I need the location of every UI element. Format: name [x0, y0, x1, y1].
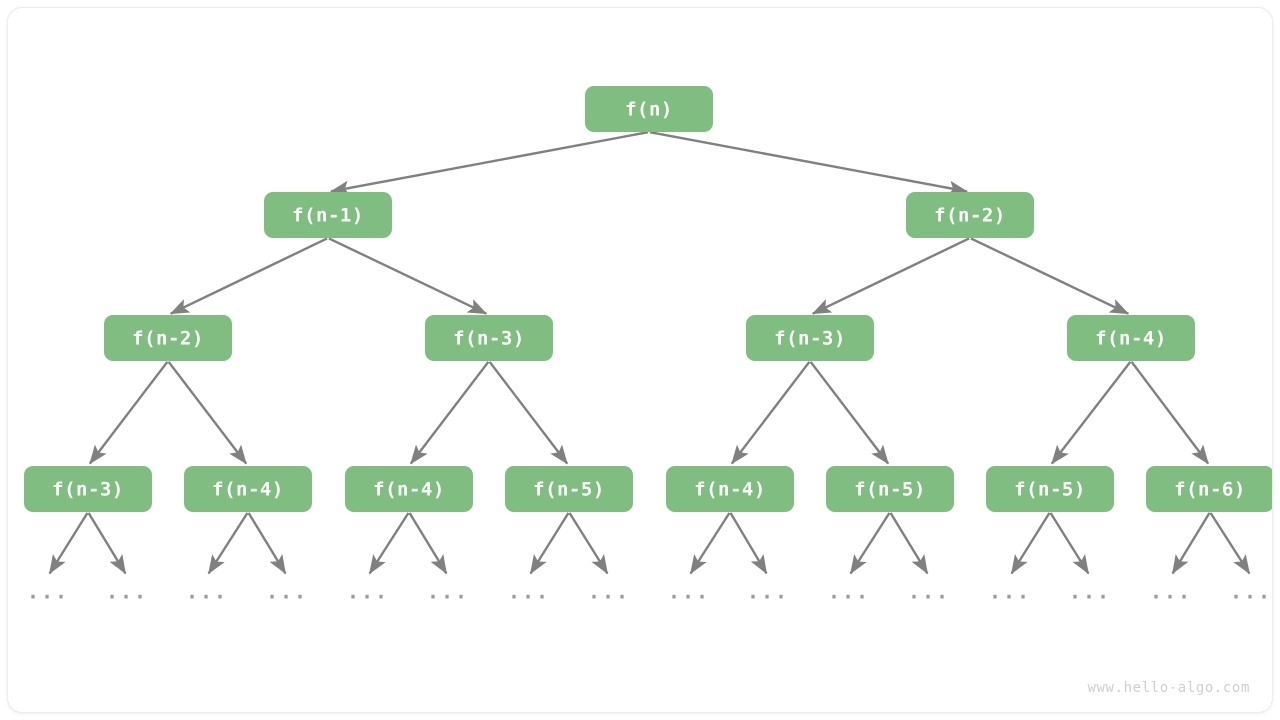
tree-node-label: f(n-5): [533, 479, 605, 501]
ellipsis-marker: ...: [347, 580, 389, 604]
tree-edge-leaf: [529, 512, 570, 575]
edges-layer: [48, 131, 1251, 575]
tree-edge: [970, 237, 1130, 315]
tree-edge: [1050, 361, 1132, 465]
ellipsis-marker: ...: [27, 580, 69, 604]
tree-node[interactable]: f(n-6): [1146, 466, 1272, 512]
tree-node-label: f(n-3): [52, 479, 124, 501]
tree-node[interactable]: f(n-4): [1067, 315, 1195, 361]
tree-node[interactable]: f(n-2): [104, 315, 232, 361]
tree-edge: [730, 361, 811, 465]
tree-node-label: f(n-2): [132, 328, 204, 350]
tree-edge-leaf: [568, 512, 609, 575]
ellipsis-marker: ...: [427, 580, 469, 604]
tree-node[interactable]: f(n): [585, 86, 713, 132]
tree-node[interactable]: f(n-4): [666, 466, 794, 512]
tree-node[interactable]: f(n-5): [505, 466, 633, 512]
tree-node[interactable]: f(n-2): [906, 192, 1034, 238]
ellipsis-marker: ...: [668, 580, 710, 604]
ellipsis-marker: ...: [266, 580, 308, 604]
tree-edge: [167, 361, 248, 465]
nodes-layer: f(n) f(n-1) f(n-2) f(n-2) f(n-3) f(n-3) f(n-4)…: [24, 86, 1272, 512]
tree-edge-leaf: [729, 512, 768, 575]
tree-node-box: [425, 315, 553, 361]
tree-node-label: f(n-5): [1014, 479, 1086, 501]
tree-edge-leaf: [1049, 512, 1090, 575]
tree-edge: [649, 131, 968, 196]
ellipsis-marker: ...: [1150, 580, 1192, 604]
tree-edge-leaf: [889, 512, 929, 575]
tree-node-label: f(n-4): [694, 479, 766, 501]
tree-node-box: [505, 466, 633, 512]
ellipsis-marker: ...: [106, 580, 148, 604]
tree-edge: [328, 237, 488, 315]
ellipsis-marker: ...: [747, 580, 789, 604]
tree-node[interactable]: f(n-5): [986, 466, 1114, 512]
tree-edge: [488, 361, 569, 465]
tree-edge-leaf: [368, 512, 410, 575]
tree-node-box: [1067, 315, 1195, 361]
tree-edge-leaf: [408, 512, 448, 575]
tree-edge-leaf: [1171, 512, 1211, 575]
tree-node-label: f(n-2): [934, 205, 1006, 227]
tree-node[interactable]: f(n-4): [345, 466, 473, 512]
tree-node-box: [264, 192, 392, 238]
tree-edge-leaf: [87, 512, 127, 575]
tree-node-label: f(n-4): [373, 479, 445, 501]
tree-node-box: [906, 192, 1034, 238]
ellipsis-marker: ...: [186, 580, 228, 604]
ellipsis-marker: ...: [588, 580, 630, 604]
tree-node-box: [104, 315, 232, 361]
tree-edge: [811, 237, 970, 315]
ellipsis-marker: ...: [908, 580, 950, 604]
recursion-tree-svg: f(n) f(n-1) f(n-2) f(n-2) f(n-3) f(n-3) f(n-4)…: [24, 86, 1272, 604]
tree-edge: [330, 131, 649, 196]
tree-edge: [88, 361, 169, 465]
ellipsis-marker: ...: [828, 580, 870, 604]
tree-node-label: f(n-3): [453, 328, 525, 350]
ellipsis-marker: ...: [1230, 580, 1272, 604]
tree-edge: [409, 361, 490, 465]
tree-node-box: [826, 466, 954, 512]
tree-edge: [169, 237, 328, 315]
tree-node-label: f(n-6): [1174, 479, 1246, 501]
tree-node[interactable]: f(n-1): [264, 192, 392, 238]
tree-node-box: [1146, 466, 1272, 512]
tree-node-box: [746, 315, 874, 361]
tree-edge: [1130, 361, 1210, 465]
tree-node-box: [184, 466, 312, 512]
tree-edge-leaf: [689, 512, 731, 575]
tree-node-box: [24, 466, 152, 512]
tree-node-label: f(n-1): [292, 205, 364, 227]
tree-node-label: f(n-3): [774, 328, 846, 350]
watermark-text: www.hello-algo.com: [1087, 680, 1250, 696]
tree-node[interactable]: f(n-3): [746, 315, 874, 361]
tree-edge-leaf: [1010, 512, 1051, 575]
tree-node-box: [585, 86, 713, 132]
ellipsis-marker: ...: [508, 580, 550, 604]
ellipsis-marker: ...: [1069, 580, 1111, 604]
tree-node[interactable]: f(n-4): [184, 466, 312, 512]
ellipsis-layer: ........................................…: [27, 580, 1272, 604]
tree-edge-leaf: [247, 512, 287, 575]
tree-node-box: [345, 466, 473, 512]
tree-edge-leaf: [849, 512, 891, 575]
tree-node[interactable]: f(n-3): [425, 315, 553, 361]
tree-node-box: [986, 466, 1114, 512]
tree-edge-leaf: [207, 512, 249, 575]
tree-node-label: f(n-5): [854, 479, 926, 501]
tree-edge-leaf: [1209, 512, 1251, 575]
tree-node[interactable]: f(n-5): [826, 466, 954, 512]
tree-edge-leaf: [48, 512, 89, 575]
tree-node-label: f(n): [625, 99, 673, 121]
diagram-card: f(n) f(n-1) f(n-2) f(n-2) f(n-3) f(n-3) f(n-4)…: [8, 8, 1272, 712]
ellipsis-marker: ...: [989, 580, 1031, 604]
tree-node-label: f(n-4): [212, 479, 284, 501]
tree-node-label: f(n-4): [1095, 328, 1167, 350]
tree-edge: [809, 361, 890, 465]
tree-node[interactable]: f(n-3): [24, 466, 152, 512]
tree-node-box: [666, 466, 794, 512]
